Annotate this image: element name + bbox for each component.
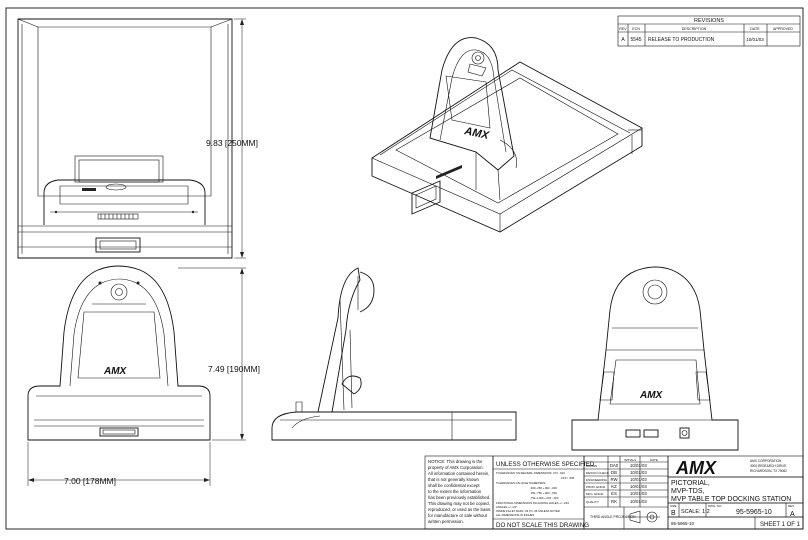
approval-date: 10/01/03 <box>630 484 647 489</box>
notice-line: This drawing may not be copied, <box>428 501 490 506</box>
front-height-label: 7.49 [190MM] <box>208 364 260 374</box>
notice-line: has been previously established. <box>428 495 490 500</box>
description-header: DESCRIPTION <box>682 27 707 31</box>
tolerance-line: ANGLES +/- 1/2° <box>496 505 517 509</box>
company-address1: 3000 RESEARCH DRIVE <box>750 464 786 468</box>
approval-role: QUALITY <box>586 500 599 504</box>
approval-role: MFG. ENGR. <box>586 492 604 496</box>
tolerance-line: INSIDE FILLET RADII .03 TO .06 UNLESS NO… <box>496 509 560 513</box>
company-name: AMX CORPORATION <box>750 459 782 463</box>
tolerance-line: FRACTIONAL DIMENSIONS INCLUDING HOLES +/… <box>496 501 569 505</box>
right-logo: AMX <box>639 390 664 401</box>
isometric-view: AMX <box>371 37 643 233</box>
rev-value: A <box>621 37 625 43</box>
notice-line: that is not generally known <box>428 477 479 482</box>
company-logo: AMX <box>675 458 717 478</box>
initials-header: INITIALS <box>624 458 636 462</box>
tolerance-line: TOLERANCES ON DECIMAL DIMENSIONS .XX= .0… <box>496 471 565 475</box>
revisions-table: REVISIONS REV ECN DESCRIPTION DATE APPRO… <box>617 15 801 47</box>
rev-header: REV <box>619 27 627 31</box>
notice-line: All information contained herein, <box>428 471 489 476</box>
company-address2: RICHARDSON, TX 75082 <box>750 469 787 473</box>
title-block: NOTICE: This drawing is the property of … <box>424 455 804 530</box>
front-width-dimension: 7.00 [178MM] <box>27 442 211 486</box>
dwg-no-label: DWG. NO. <box>708 504 722 508</box>
title-line: PICTORIAL, <box>671 480 710 487</box>
approval-date: 10/01/03 <box>630 499 647 504</box>
part-number: 95-5965-10 <box>671 521 695 526</box>
date-value: 10/01/03 <box>746 37 764 42</box>
title-line: MVP-TDS, <box>671 488 705 495</box>
side-view <box>271 267 517 441</box>
rear-height-label: 9.83 [250MM] <box>206 138 258 148</box>
notice-line: for manufacture or sale without <box>428 513 488 518</box>
notice-text: NOTICE: This drawing is the property of … <box>428 459 492 524</box>
approval-role: PROD. ENGR. <box>586 485 606 489</box>
notice-line: written permission. <box>428 519 464 524</box>
front-view: AMX <box>27 265 211 441</box>
iso-logo: AMX <box>462 125 490 142</box>
approval-date-header: DATE <box>650 458 658 462</box>
projection-label: THIRD ANGLE PROJECTION <box>590 515 636 519</box>
approval-role: DESIGN CHECK <box>586 471 609 475</box>
rev-value-block: A <box>790 511 795 518</box>
ecn-header: ECN <box>632 27 640 31</box>
approval-date: 10/01/03 <box>630 491 647 496</box>
approval-initials: ES <box>611 491 617 496</box>
approval-initials: RK <box>611 499 617 504</box>
front-width-label: 7.00 [178MM] <box>64 476 116 486</box>
approval-initials: KZ <box>611 484 617 489</box>
tolerance-line: .751-1.000 +.004 -.000 <box>530 496 559 500</box>
front-logo: AMX <box>103 366 128 377</box>
approval-date: 10/01/03 <box>630 463 647 468</box>
tolerance-text: TOLERANCES ON DECIMAL DIMENSIONS .XX= .0… <box>496 471 575 517</box>
size-value: B <box>671 510 676 517</box>
approval-role: DRAWN <box>586 464 597 468</box>
notice-line: to the extent the information <box>428 489 482 494</box>
date-header: DATE <box>750 27 760 31</box>
rear-view <box>17 18 233 259</box>
approval-date: 10/01/03 <box>630 477 647 482</box>
right-view: AMX <box>571 266 739 451</box>
approval-initials: DA0 <box>610 463 619 468</box>
approval-initials: RW <box>610 477 618 482</box>
front-height-dimension: 7.49 [190MM] <box>178 267 260 441</box>
tolerance-line: TOLERANCES ON HOLE DIAMETERS <box>496 481 546 485</box>
approval-initials: DB <box>611 470 617 475</box>
tolerance-line: ALL DIMENSIONS IN INCHES <box>496 513 534 517</box>
tolerance-line: .XXX= .005 <box>560 476 575 480</box>
tolerance-title: UNLESS OTHERWISE SPECIFIED <box>496 461 595 468</box>
notice-line: reproduced, or used as the basis <box>428 507 491 512</box>
rear-height-dimension: 9.83 [250MM] <box>206 18 258 259</box>
tolerance-line: .000-.250 +.002 -.000 <box>530 486 557 490</box>
sheet-border <box>5 7 804 530</box>
projection-symbol <box>626 510 660 524</box>
approval-date: 10/01/03 <box>630 470 647 475</box>
description-value: RELEASE TO PRODUCTION <box>648 37 715 43</box>
do-not-scale: DO NOT SCALE THIS DRAWING <box>496 522 589 529</box>
revisions-title: REVISIONS <box>694 18 724 24</box>
tolerance-line: .251-.750 +.003 -.000 <box>530 491 557 495</box>
title-line: MVP TABLE TOP DOCKING STATION <box>671 496 791 503</box>
ecn-value: 5545 <box>630 37 641 43</box>
scale-value: SCALE: 1:2 <box>681 509 710 515</box>
notice-line: property of AMX Corporation. <box>428 465 484 470</box>
size-label: SIZE <box>670 504 677 508</box>
approved-header: APPROVED <box>773 27 793 31</box>
approval-role: ENGINEERING <box>586 478 608 482</box>
notice-line: shall be confidential except <box>428 483 480 488</box>
drawing-title: PICTORIAL, MVP-TDS, MVP TABLE TOP DOCKIN… <box>671 480 791 503</box>
rev-label: REV <box>788 504 794 508</box>
sheet-number: SHEET 1 OF 1 <box>760 522 801 528</box>
dwg-no-value: 95-5965-10 <box>736 509 772 516</box>
notice-line: NOTICE: This drawing is the <box>428 459 483 464</box>
